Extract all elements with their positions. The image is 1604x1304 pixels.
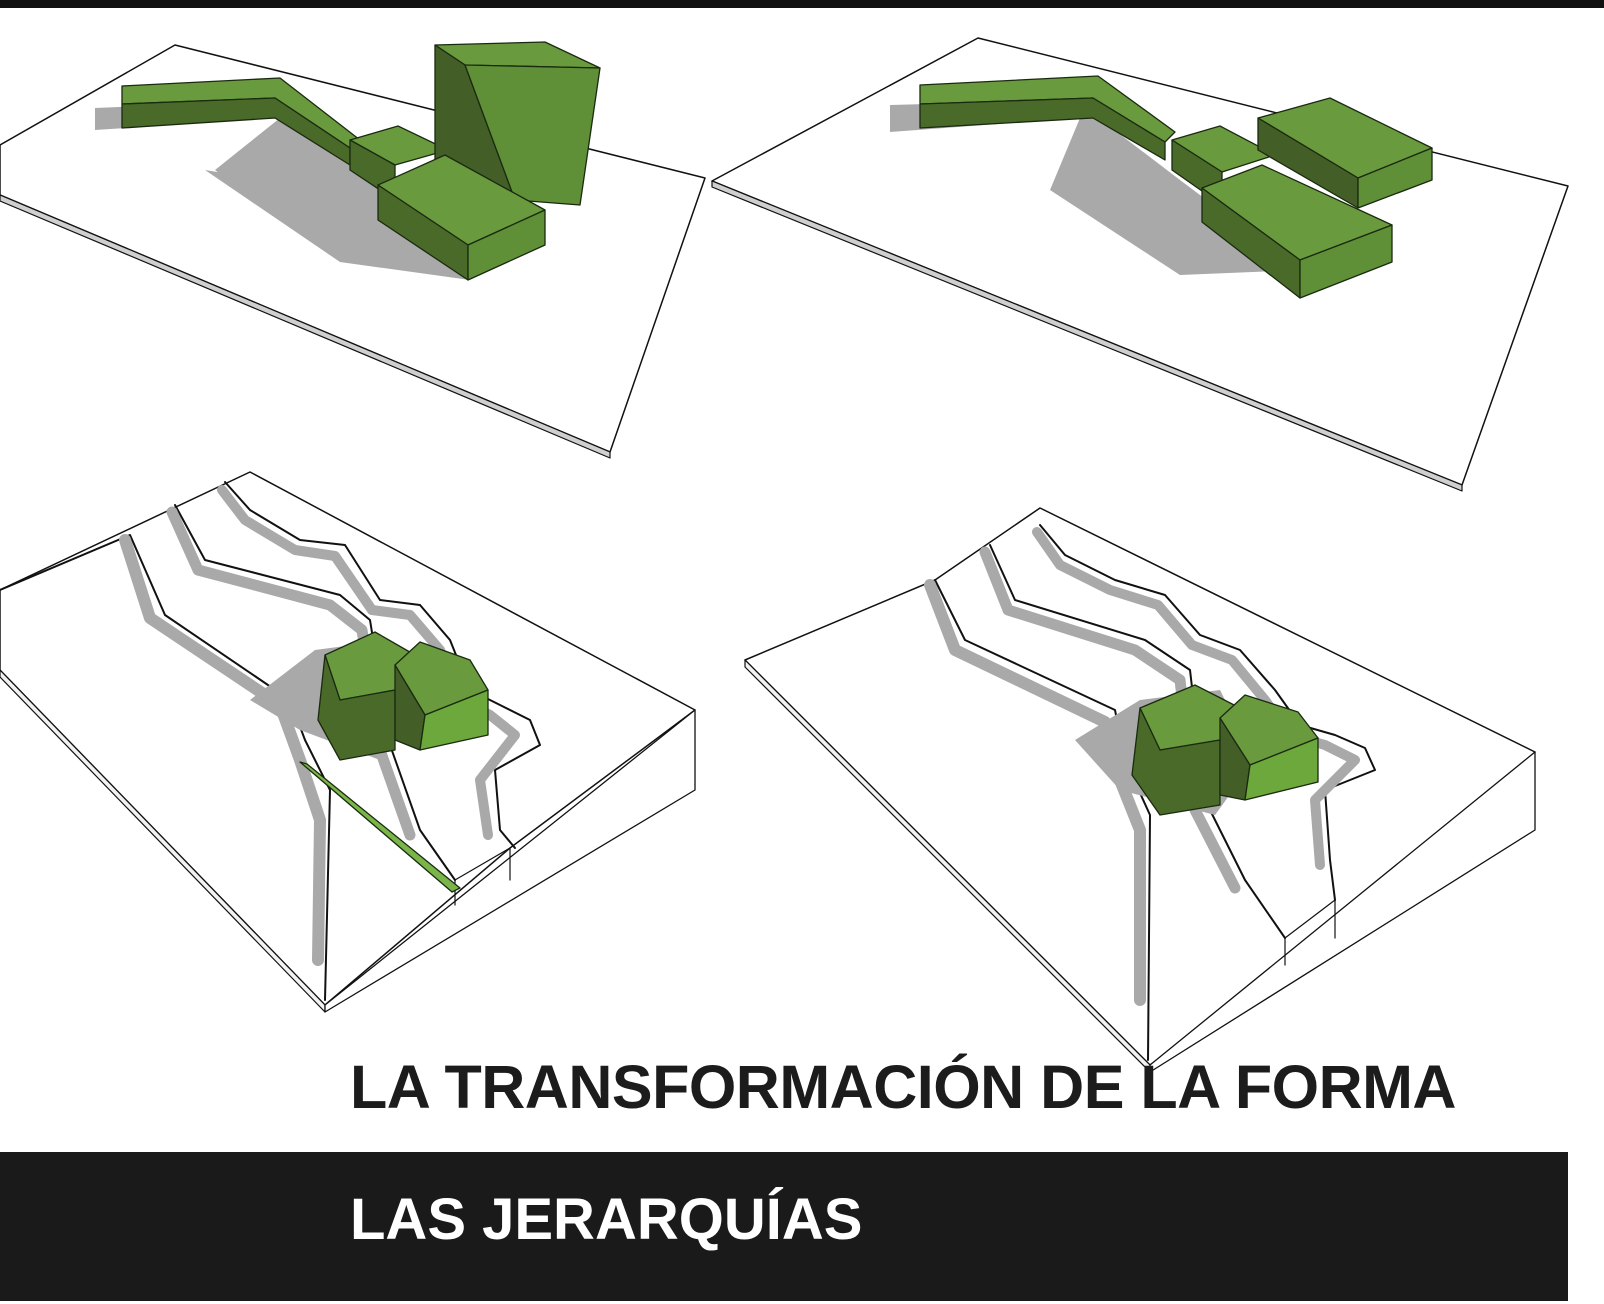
plate-divider (454, 847, 511, 881)
model-bottom-right (744, 507, 1536, 1073)
mass-front (317, 654, 396, 761)
terrace-shadow (217, 485, 520, 840)
midbox-side (1357, 147, 1433, 209)
model-top-right (711, 37, 1569, 492)
page-subtitle: LAS JERARQUÍAS (350, 1187, 863, 1252)
lowbox-side (1299, 224, 1393, 299)
site-plate (711, 37, 1569, 486)
plate-edge (711, 180, 1463, 492)
top-border (0, 0, 1604, 8)
terrace-line (174, 504, 456, 881)
model-top-left (0, 41, 706, 459)
massing-diagrams (0, 37, 1569, 1073)
subtitle-band: LAS JERARQUÍAS (0, 1152, 1568, 1301)
mass2-side (419, 689, 489, 751)
building-shadow (205, 170, 470, 280)
lowbox-side (467, 209, 546, 281)
terrace-line (989, 544, 1286, 939)
mass2-side (1244, 737, 1319, 801)
terrace-shadow (166, 506, 416, 841)
plate-edge (0, 194, 611, 459)
terrace-shadow (119, 534, 326, 966)
ramp (299, 761, 461, 893)
tower-side (464, 64, 601, 206)
terrace-shadow (979, 546, 1241, 894)
plate-edge-side (1149, 751, 1536, 1073)
terrace-shadow (1032, 527, 1360, 870)
model-bottom-left (0, 471, 696, 1013)
page-title: LA TRANSFORMACIÓN DE LA FORMA (350, 1053, 1457, 1121)
plate-divider (1284, 899, 1336, 939)
bar-side (919, 97, 1166, 161)
building-shadow (890, 100, 1300, 275)
mass-front (1131, 707, 1221, 816)
